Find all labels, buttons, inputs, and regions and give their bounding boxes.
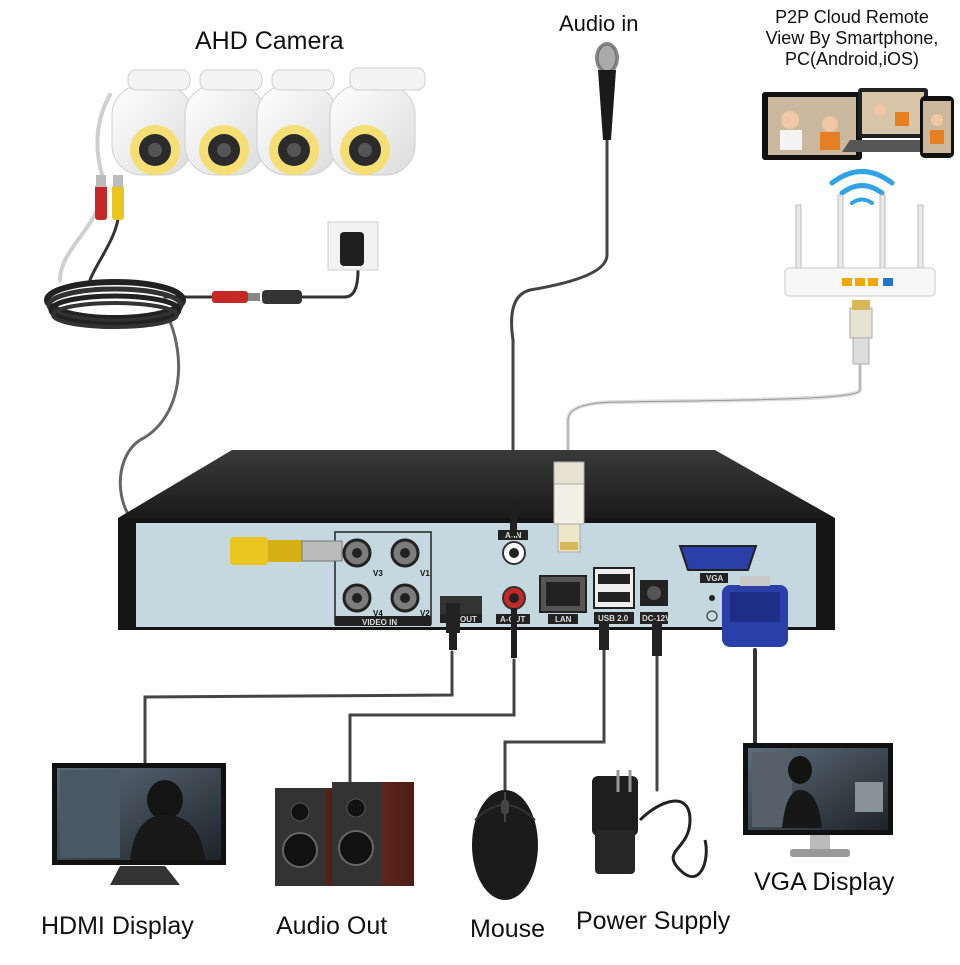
speakers-icon bbox=[275, 782, 414, 886]
lan-cable bbox=[566, 360, 862, 467]
dc-plug-icon bbox=[652, 622, 662, 656]
vga-port bbox=[678, 545, 758, 571]
bnc-plug-icon bbox=[230, 537, 343, 565]
router-icon bbox=[784, 194, 936, 297]
camera-icon bbox=[184, 69, 266, 176]
label-p2p-line3: PC(Android,iOS) bbox=[784, 49, 920, 69]
camera-icon bbox=[329, 67, 426, 176]
audio-jack-plug bbox=[510, 500, 517, 536]
hdmi-cable bbox=[143, 650, 454, 767]
label-vga-display: VGA Display bbox=[754, 868, 895, 896]
audio-in-cable bbox=[510, 138, 609, 522]
mouse-cable bbox=[503, 646, 606, 792]
coiled-cable-icon bbox=[44, 279, 186, 329]
port-label-v4: V4 bbox=[373, 609, 383, 618]
camera-icon bbox=[111, 69, 193, 176]
vga-monitor-icon bbox=[743, 743, 893, 857]
wall-outlet-icon bbox=[327, 221, 379, 271]
mouse-icon bbox=[472, 790, 538, 900]
port-label-dc: DC-12V bbox=[642, 614, 671, 623]
label-audio-out: Audio Out bbox=[276, 912, 388, 940]
label-p2p-line1: P2P Cloud Remote bbox=[775, 7, 929, 27]
port-label-usb: USB 2.0 bbox=[598, 614, 629, 623]
usb-plug-icon bbox=[599, 622, 609, 650]
pigtail-connectors bbox=[95, 175, 124, 220]
label-p2p-line2: View By Smartphone, bbox=[765, 28, 939, 48]
ahd-camera-group bbox=[111, 67, 426, 176]
dc-connector-icon bbox=[212, 290, 302, 304]
dvr-recorder: V3 V1 V4 V2 VIDEO IN OUT A-IN A-OUT bbox=[118, 450, 835, 658]
label-p2p-remote: P2P Cloud Remote View By Smartphone, PC(… bbox=[746, 7, 958, 70]
hdmi-monitor-icon bbox=[52, 763, 226, 885]
remote-view-devices-icon bbox=[762, 88, 954, 160]
port-label-v2: V2 bbox=[420, 609, 430, 618]
port-label-hdmi-out: OUT bbox=[460, 615, 477, 624]
port-label-v1: V1 bbox=[420, 569, 430, 578]
port-label-video-in: VIDEO IN bbox=[362, 618, 397, 627]
rj45-plug-icon bbox=[849, 300, 873, 365]
port-label-lan: LAN bbox=[555, 615, 572, 624]
audio-out-cable bbox=[348, 658, 516, 784]
cables bbox=[58, 93, 862, 792]
microphone-icon bbox=[595, 42, 619, 140]
vga-plug-icon bbox=[722, 576, 788, 647]
wifi-icon bbox=[829, 169, 895, 205]
video-in-ports bbox=[334, 531, 432, 626]
lan-plug-icon bbox=[553, 461, 585, 553]
label-mouse: Mouse bbox=[470, 915, 546, 943]
port-label-v3: V3 bbox=[373, 569, 383, 578]
power-adapter-icon bbox=[592, 770, 708, 879]
label-hdmi-display: HDMI Display bbox=[41, 912, 194, 940]
camera-icon bbox=[256, 69, 338, 176]
hdmi-plug-icon bbox=[446, 603, 460, 650]
label-power-supply: Power Supply bbox=[576, 907, 731, 935]
label-audio-in: Audio in bbox=[559, 11, 639, 36]
label-ahd-camera: AHD Camera bbox=[195, 27, 344, 55]
port-label-vga: VGA bbox=[706, 574, 724, 583]
